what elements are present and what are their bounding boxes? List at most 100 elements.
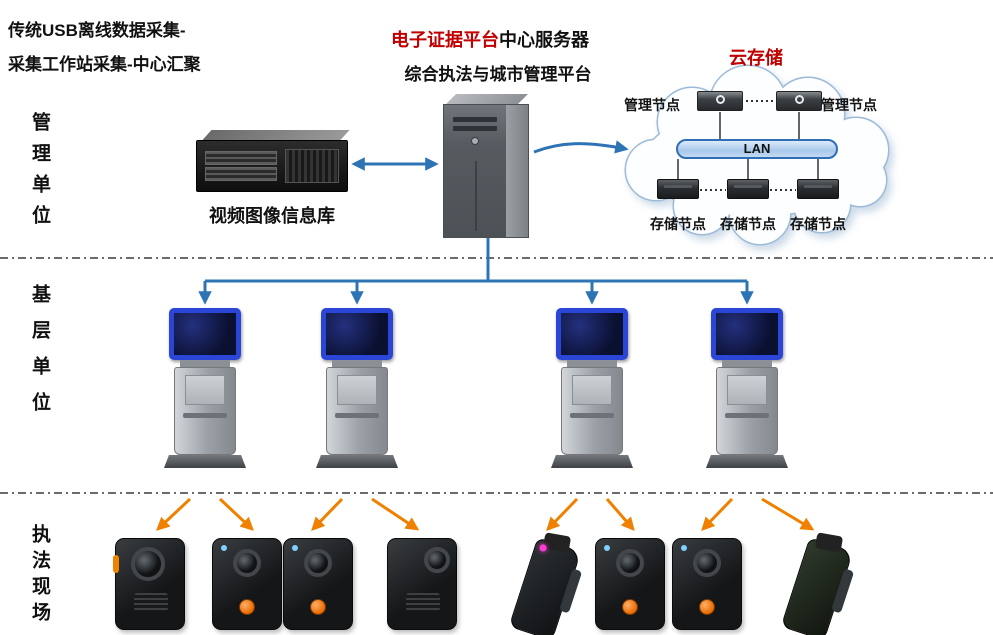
workstation-neck	[722, 360, 772, 367]
platform-title: 电子证据平台中心服务器	[352, 26, 628, 52]
body-camera-7	[672, 538, 742, 630]
workstation-screen	[556, 308, 628, 360]
rack-front-face	[196, 140, 348, 192]
storage-node-device-1	[657, 179, 699, 199]
management-node-device-left	[697, 91, 743, 111]
camera-record-button	[699, 599, 715, 615]
collection-workstation-4	[701, 308, 793, 480]
camera-record-button	[622, 599, 638, 615]
server-side-face	[506, 105, 528, 237]
camera-led	[681, 545, 687, 551]
camera-mount-clip	[814, 532, 844, 553]
caption-usb-collection: 传统USB离线数据采集- 采集工作站采集-中心汇聚	[8, 14, 201, 82]
camera-lens	[304, 549, 332, 577]
section-label-grassroots-unit: 基层单位	[29, 284, 50, 428]
platform-subtitle: 综合执法与城市管理平台	[404, 65, 592, 84]
video-repository-device	[196, 130, 350, 194]
server-front-panel	[444, 105, 506, 237]
drive-bay	[205, 151, 278, 165]
camera-lens	[131, 547, 165, 581]
caption-usb-line2: 采集工作站采集-中心汇聚	[8, 55, 201, 74]
storage-node-device-3	[797, 179, 839, 199]
workstation-panel	[185, 375, 225, 405]
section-label-management-unit: 管理单位	[29, 112, 50, 236]
server-drive-slot	[453, 126, 497, 131]
workstation-screen	[321, 308, 393, 360]
body-camera-3	[283, 538, 353, 630]
video-repository-label: 视频图像信息库	[209, 206, 335, 226]
section-label-enforcement-site: 执法现场	[29, 524, 50, 628]
camera-lens	[693, 549, 721, 577]
workstation-dock-slot	[335, 413, 379, 418]
collection-workstation-2	[311, 308, 403, 480]
workstation-panel	[727, 375, 767, 405]
storage-node-label-3: 存储节点	[790, 216, 846, 232]
workstation-body	[561, 367, 623, 455]
camera-lens	[424, 547, 450, 573]
camera-body	[212, 538, 282, 630]
workstation-dock-slot	[570, 413, 614, 418]
camera-record-button	[239, 599, 255, 615]
workstation-body	[716, 367, 778, 455]
blue-arrows	[198, 140, 754, 305]
workstation-panel	[572, 375, 612, 405]
camera-grille	[406, 593, 440, 611]
server-power-button	[471, 137, 479, 145]
drive-bay	[205, 167, 278, 181]
camera-lens	[616, 549, 644, 577]
body-camera-8	[780, 532, 855, 635]
body-camera-2	[212, 538, 282, 630]
storage-node-slit	[804, 185, 832, 188]
workstation-base	[706, 455, 788, 468]
storage-node-label-1: 存储节点	[650, 216, 706, 232]
collection-workstation-3	[546, 308, 638, 480]
workstation-body	[174, 367, 236, 455]
storage-node-slit	[664, 185, 692, 188]
rack-vent-panel	[285, 149, 339, 183]
storage-node-device-2	[727, 179, 769, 199]
camera-body	[672, 538, 742, 630]
cloud-links	[677, 100, 819, 191]
workstation-body	[326, 367, 388, 455]
workstation-panel	[337, 375, 377, 405]
camera-grille	[134, 593, 168, 611]
management-node-label-left: 管理节点	[624, 97, 680, 113]
server-seam	[475, 161, 477, 231]
orange-arrows	[156, 497, 815, 532]
rack-top-face	[202, 130, 350, 140]
management-node-label-right: 管理节点	[821, 97, 877, 113]
camera-led	[604, 545, 610, 551]
camera-led	[221, 545, 227, 551]
cloud-storage-title: 云存储	[729, 48, 783, 68]
workstation-base	[316, 455, 398, 468]
workstation-screen	[711, 308, 783, 360]
server-drive-slot	[453, 117, 497, 122]
camera-body	[113, 538, 185, 630]
workstation-dock-slot	[183, 413, 227, 418]
rack-drive-bays	[205, 149, 278, 183]
workstation-neck	[567, 360, 617, 367]
workstation-neck	[180, 360, 230, 367]
platform-title-black: 中心服务器	[499, 30, 589, 50]
storage-node-slit	[734, 185, 762, 188]
camera-side-button	[113, 555, 119, 573]
camera-led	[292, 545, 298, 551]
arrow-server-cloud	[533, 140, 629, 154]
switch-logo-icon	[794, 95, 804, 104]
workstation-neck	[332, 360, 382, 367]
storage-node-label-2: 存储节点	[720, 216, 776, 232]
workstation-base	[551, 455, 633, 468]
body-camera-6	[595, 538, 665, 630]
body-camera-5	[508, 532, 583, 635]
workstation-base	[164, 455, 246, 468]
camera-lens	[233, 549, 261, 577]
camera-record-button	[310, 599, 326, 615]
central-server-device	[443, 94, 529, 240]
body-camera-1	[113, 538, 185, 630]
server-top-face	[446, 94, 528, 104]
body-camera-4	[387, 538, 457, 630]
camera-body	[387, 538, 457, 630]
camera-body	[595, 538, 665, 630]
